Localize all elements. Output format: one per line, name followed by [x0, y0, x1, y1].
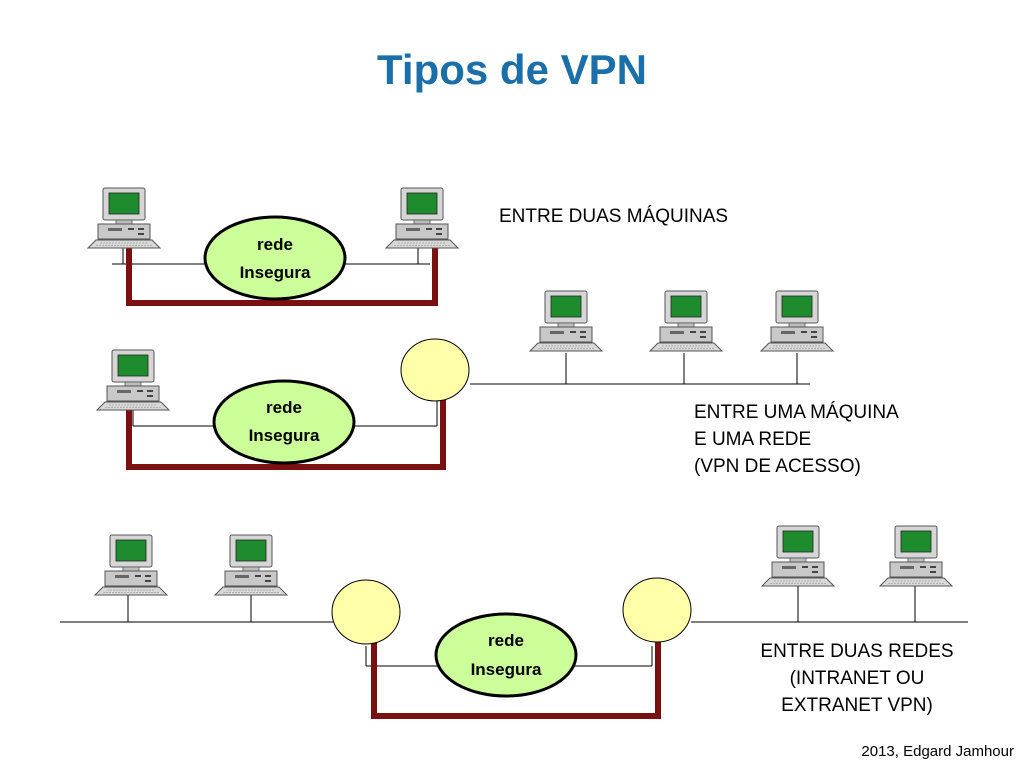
caption-line: ENTRE DUAS MÁQUINAS — [499, 206, 729, 227]
computer-icon — [385, 187, 459, 249]
scenario-two-machines: rede Insegura — [87, 187, 459, 306]
cloud-label-line2: Insegura — [249, 426, 320, 445]
cloud-label-line1: rede — [257, 235, 293, 254]
cloud-label-line1: rede — [266, 398, 302, 417]
computer-icon — [214, 534, 288, 596]
computer-icon — [760, 290, 834, 352]
computer-icon — [761, 525, 835, 587]
gateway-node-icon — [331, 579, 401, 645]
caption-line: EXTRANET VPN) — [781, 695, 933, 716]
slide-title: Tipos de VPN — [377, 46, 647, 93]
caption-machine-network: ENTRE UMA MÁQUINA E UMA REDE (VPN DE ACE… — [694, 399, 899, 480]
gateway-node-icon — [622, 577, 692, 643]
scenario-machine-network: rede Insegura — [96, 290, 834, 470]
cloud-label-line1: rede — [488, 631, 524, 650]
caption-two-networks: ENTRE DUAS REDES (INTRANET OU EXTRANET V… — [720, 638, 994, 719]
caption-line: (VPN DE ACESSO) — [694, 456, 861, 477]
computer-icon — [94, 534, 168, 596]
scenario-two-networks: rede Insegura — [60, 525, 968, 719]
insecure-network-cloud: rede Insegura — [212, 379, 356, 465]
footer-credit: 2013, Edgard Jamhour — [861, 743, 1014, 760]
vpn-tunnel — [126, 247, 438, 306]
insecure-network-cloud: rede Insegura — [203, 215, 347, 301]
computer-icon — [87, 187, 161, 249]
insecure-network-cloud: rede Insegura — [434, 612, 578, 698]
computer-icon — [879, 525, 953, 587]
caption-two-machines: ENTRE DUAS MÁQUINAS — [499, 203, 728, 230]
computer-icon — [96, 349, 170, 411]
computer-icon — [529, 290, 603, 352]
vpn-tunnel — [371, 634, 661, 719]
caption-line: (INTRANET OU — [789, 668, 925, 689]
caption-line: ENTRE UMA MÁQUINA — [694, 402, 899, 423]
computer-icon — [649, 290, 723, 352]
cloud-label-line2: Insegura — [471, 660, 542, 679]
caption-line: ENTRE DUAS REDES — [760, 641, 954, 662]
gateway-node-icon — [400, 338, 470, 402]
cloud-label-line2: Insegura — [240, 263, 311, 282]
vpn-tunnel — [126, 398, 446, 470]
caption-line: E UMA REDE — [694, 429, 812, 450]
